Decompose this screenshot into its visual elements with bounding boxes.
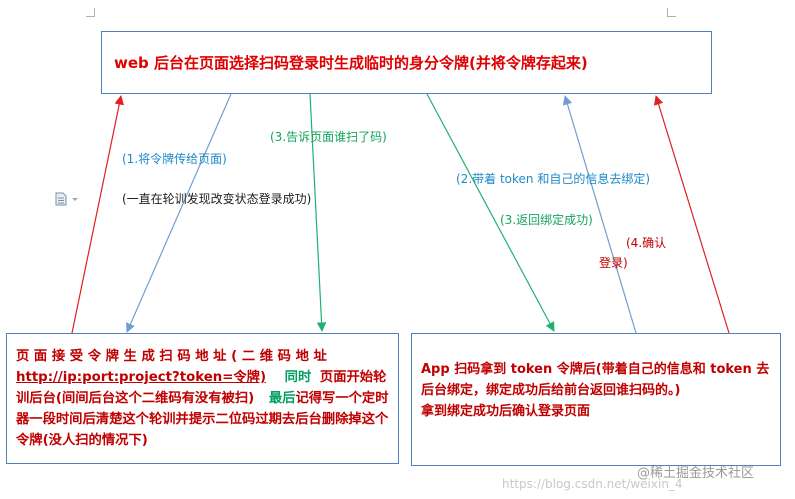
arrow-return-bind-success	[426, 93, 555, 332]
label-step3-tell-page: (3.告诉页面谁扫了码)	[270, 130, 387, 144]
label-step2-bind: (2.带着 token 和自己的信息去绑定)	[456, 172, 650, 186]
label-step3-return: (3.返回绑定成功)	[500, 213, 593, 227]
label-step4-line2: 登录)	[599, 256, 628, 270]
app-box-line2: 拿到绑定成功后确认登录页面	[421, 404, 591, 419]
crop-mark-top-left	[86, 8, 95, 17]
label-step1-token-to-page: (1.将令牌传给页面)	[122, 152, 227, 166]
arrow-tell-page	[309, 93, 327, 332]
page-box-url: http://ip:port:project?token=令牌)	[16, 370, 267, 385]
app-box-line1: App 扫码拿到 token 令牌后(带着自己的信息和 token 去后台绑定，…	[421, 362, 770, 398]
document-icon	[55, 192, 78, 206]
web-backend-box: web 后台在页面选择扫码登录时生成临时的身分令牌(并将令牌存起来)	[101, 31, 712, 94]
arrow-bind-token	[562, 95, 637, 334]
web-backend-text: web 后台在页面选择扫码登录时生成临时的身分令牌(并将令牌存起来)	[114, 54, 588, 72]
page-box-seg2: 页面开始轮训后台(间间后台这个二维码有没有被扫)	[16, 370, 387, 406]
watermark-url: https://blog.csdn.net/weixin_4	[502, 477, 683, 491]
arrow-confirm-login	[653, 95, 730, 334]
label-polling: (一直在轮训发现改变状态登录成功)	[122, 192, 312, 206]
crop-mark-top-right	[667, 8, 676, 17]
label-step4-line1: (4.确认	[626, 236, 667, 250]
arrow-polling-up	[71, 95, 124, 334]
page-box-seg1: 页 面 接 受 令 牌 生 成 扫 码 地 址 ( 二 维 码 地 址	[16, 349, 327, 364]
page-box-seg3: 记得写一个定时器一段时间后清楚这个轮训并提示二位码过期去后台删除掉这个令牌(没人…	[16, 391, 389, 448]
page-box-same-time: 同时	[284, 370, 312, 385]
app-box: App 扫码拿到 token 令牌后(带着自己的信息和 token 去后台绑定，…	[411, 333, 781, 466]
watermark-site: @稀土掘金技术社区	[637, 466, 755, 481]
arrow-token-to-page	[126, 93, 232, 333]
page-box: 页 面 接 受 令 牌 生 成 扫 码 地 址 ( 二 维 码 地 址 http…	[6, 333, 399, 464]
page-box-text: 页 面 接 受 令 牌 生 成 扫 码 地 址 ( 二 维 码 地 址 http…	[16, 346, 394, 451]
page-box-finally: 最后	[268, 391, 296, 406]
app-box-text: App 扫码拿到 token 令牌后(带着自己的信息和 token 去后台绑定，…	[421, 359, 776, 422]
